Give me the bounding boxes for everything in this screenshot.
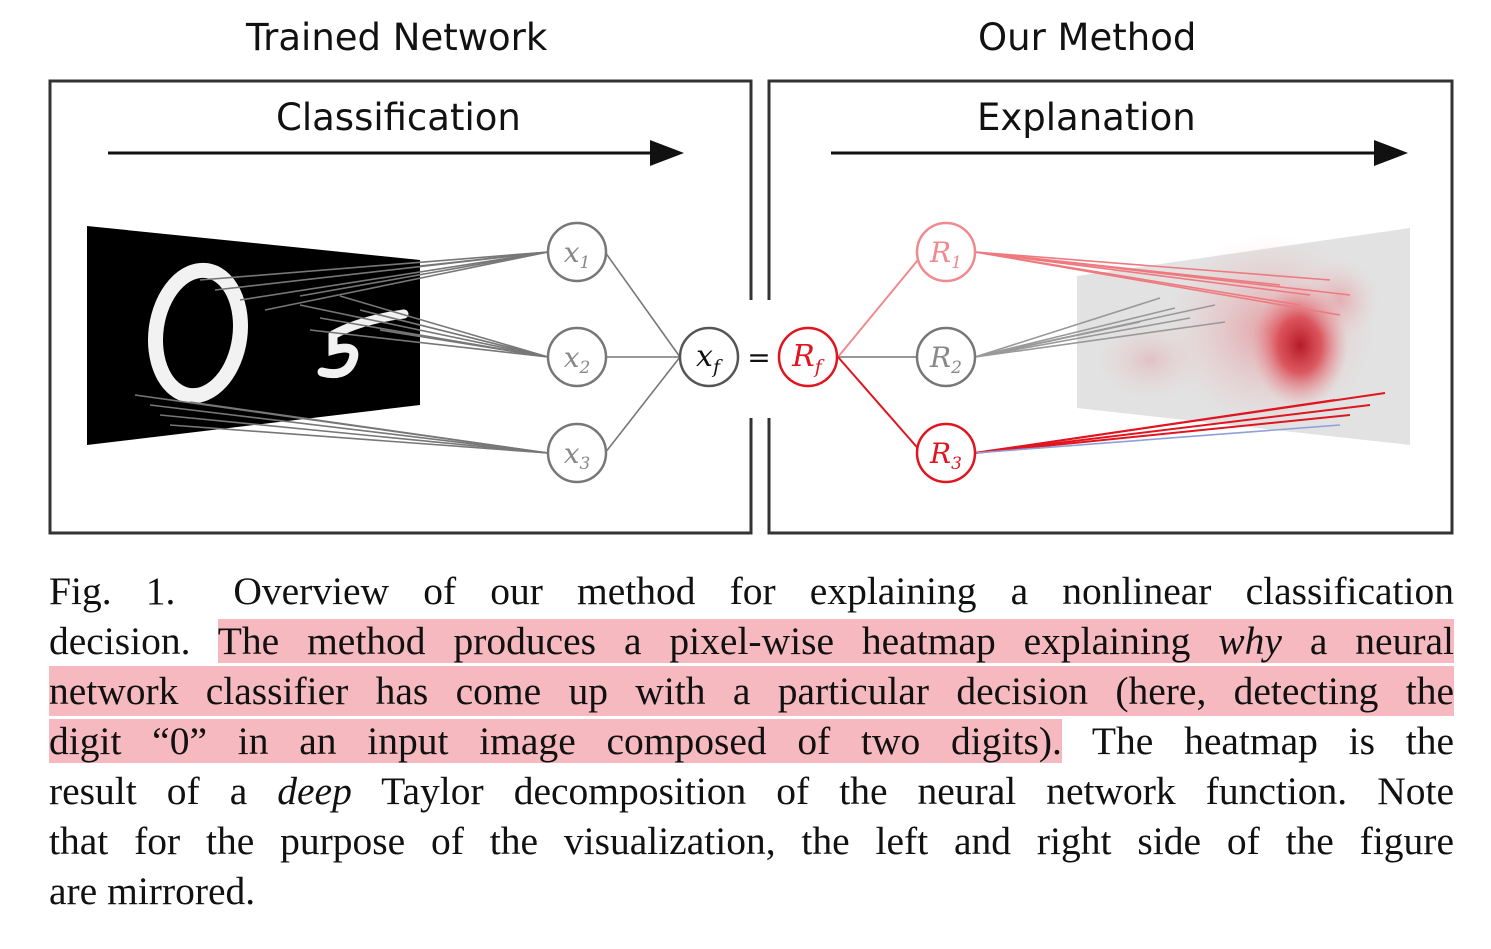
node-x1-sub: 1 <box>579 253 590 273</box>
caption-highlight-3: digit “0” in an input image composed of … <box>49 719 1062 763</box>
node-x2-sub: 2 <box>578 358 590 378</box>
node-r2-sub: 2 <box>950 358 962 378</box>
node-r1: R1 <box>915 221 977 283</box>
svg-text:R2: R2 <box>929 341 962 378</box>
caption-heatmap-is: The heatmap is the <box>1091 719 1454 763</box>
equals-sign: = <box>747 341 770 374</box>
node-x1-base: x <box>564 236 580 269</box>
svg-text:x3: x3 <box>564 437 591 474</box>
node-xf: xf <box>678 326 740 388</box>
node-r3: R3 <box>915 422 977 484</box>
caption-highlight-2: network classifier has come up with a pa… <box>49 666 1454 716</box>
figure-1: Trained Network Our Method Classificatio… <box>48 16 1454 535</box>
caption-highlight-1: The method produces a pixel-wise heatmap… <box>217 619 1454 663</box>
node-x1: x1 <box>546 221 608 283</box>
node-x2: x2 <box>546 326 608 388</box>
network-diagram: x1 x2 x3 xf = <box>48 79 1454 535</box>
caption-line-7: are mirrored. <box>49 869 256 913</box>
right-output-to-hidden <box>837 254 923 454</box>
node-x3-base: x <box>564 437 580 470</box>
caption-decision: decision. <box>49 619 191 663</box>
node-r3-base: R <box>929 437 951 470</box>
caption-line-2: decision. The method produces a pixel-wi… <box>49 616 1454 666</box>
classification-label: Classification <box>276 96 521 139</box>
caption-line-1: Fig. 1. Overview of our method for explai… <box>49 566 1454 616</box>
svg-text:x1: x1 <box>564 236 591 273</box>
figure-caption: Fig. 1. Overview of our method for explai… <box>49 566 1454 916</box>
right-panel-title: Our Method <box>978 16 1197 59</box>
node-r1-base: R <box>929 236 951 269</box>
node-r2: R2 <box>915 326 977 388</box>
caption-deep: deep <box>277 769 352 813</box>
node-r3-sub: 3 <box>951 454 962 474</box>
caption-highlight-1-text: The method produces a pixel-wise heatmap… <box>217 619 1191 663</box>
explanation-arrow <box>831 140 1408 166</box>
node-xf-base: x <box>696 339 713 374</box>
classification-arrow <box>108 140 684 166</box>
svg-text:R1: R1 <box>929 236 962 273</box>
node-rf-sub: f <box>813 356 825 378</box>
caption-why: why <box>1218 619 1282 663</box>
figure-label: Fig. 1. <box>49 569 176 613</box>
caption-result-of: result of a <box>49 769 248 813</box>
node-x3-sub: 3 <box>579 454 590 474</box>
left-hidden-to-output <box>604 251 681 454</box>
svg-text:R3: R3 <box>929 437 962 474</box>
node-r2-base: R <box>929 341 951 374</box>
svg-text:xf: xf <box>696 339 723 378</box>
caption-intro: Overview of our method for explaining a … <box>233 569 1454 613</box>
svg-text:Rf: Rf <box>791 339 825 378</box>
left-input-connections <box>134 251 549 454</box>
node-x3: x3 <box>546 422 608 484</box>
caption-line-6: that for the purpose of the visualizatio… <box>49 819 1454 863</box>
node-r1-sub: 1 <box>951 253 962 273</box>
node-rf-base: R <box>791 339 815 374</box>
right-input-connections <box>974 251 1386 454</box>
input-digit-image <box>87 226 420 445</box>
node-xf-sub: f <box>711 356 723 378</box>
left-panel-title: Trained Network <box>246 16 548 59</box>
node-x2-base: x <box>564 341 580 374</box>
caption-highlight-1-end: a neural <box>1309 619 1454 663</box>
svg-text:x2: x2 <box>564 341 591 378</box>
node-rf: Rf <box>777 326 839 388</box>
explanation-label: Explanation <box>977 96 1196 139</box>
caption-line-4: digit “0” in an input image composed of … <box>49 716 1454 766</box>
caption-taylor: Taylor decomposition of the neural netwo… <box>381 769 1454 813</box>
caption-line-5: result of a deep Taylor decomposition of… <box>49 766 1454 816</box>
